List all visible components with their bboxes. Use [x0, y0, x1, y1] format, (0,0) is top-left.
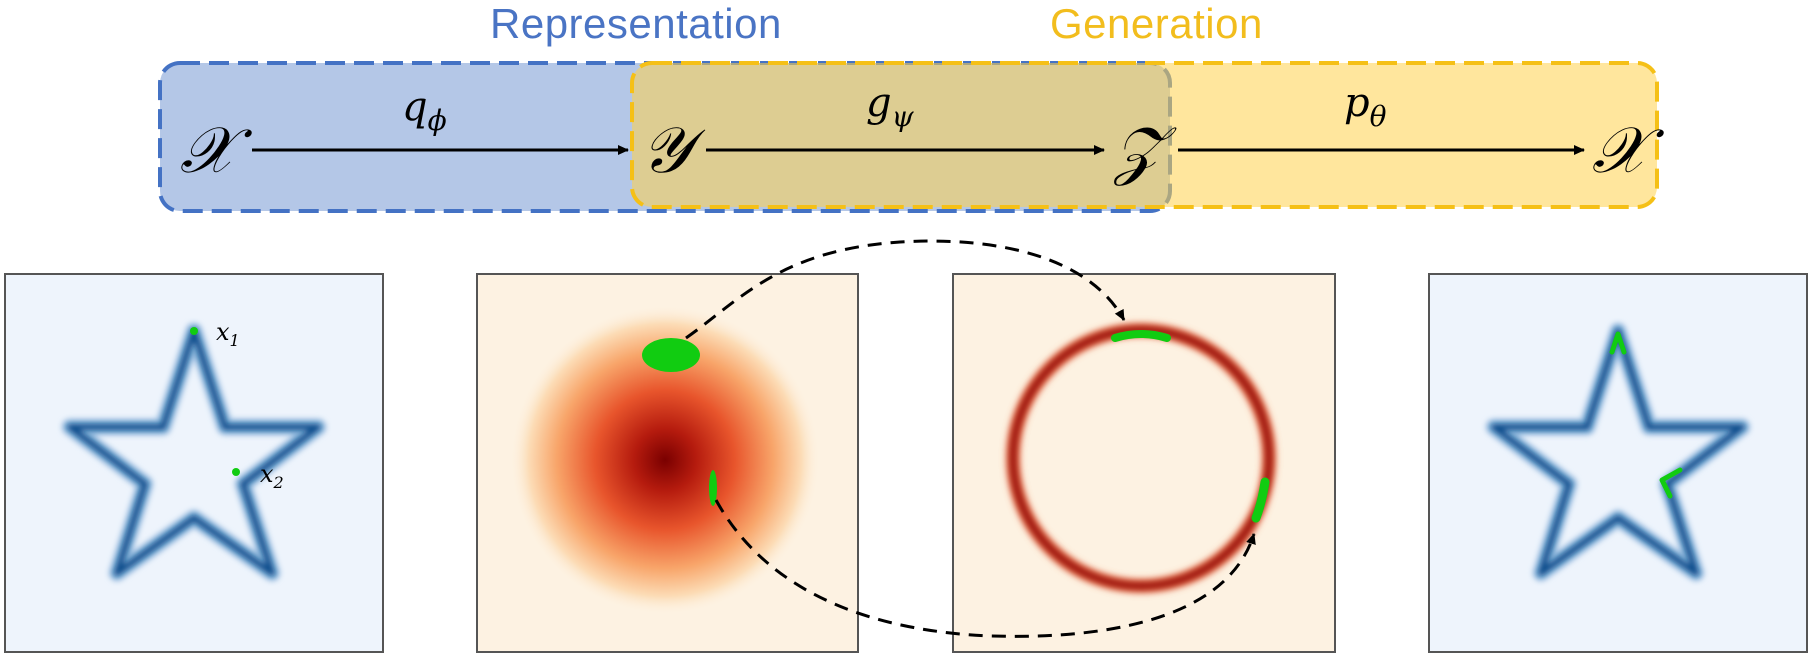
- point-x1: [190, 327, 198, 335]
- panel-star-output: [1428, 273, 1808, 653]
- label-g-psi: gψ: [866, 80, 915, 133]
- mapping-arrow-top: [685, 239, 1126, 340]
- point-x2: [232, 468, 240, 476]
- representation-title: Representation: [490, 0, 782, 47]
- highlight-y2: [709, 470, 717, 506]
- label-q-phi: qϕ: [402, 84, 447, 137]
- highlight-z2: [1251, 477, 1270, 523]
- panel-gaussian: [476, 273, 859, 653]
- generation-box: [630, 61, 1659, 209]
- highlight-output-1: [1609, 331, 1627, 355]
- label-x1: x1: [216, 318, 240, 350]
- panel-star-input: x1 x2: [4, 273, 384, 653]
- panel-ring: [952, 273, 1336, 653]
- highlight-y1: [642, 338, 700, 372]
- generation-title: Generation: [1050, 0, 1263, 47]
- label-x2: x2: [260, 460, 284, 492]
- label-p-theta: pθ: [1344, 80, 1387, 133]
- highlight-z1: [1111, 330, 1171, 342]
- highlight-output-2: [1659, 467, 1683, 499]
